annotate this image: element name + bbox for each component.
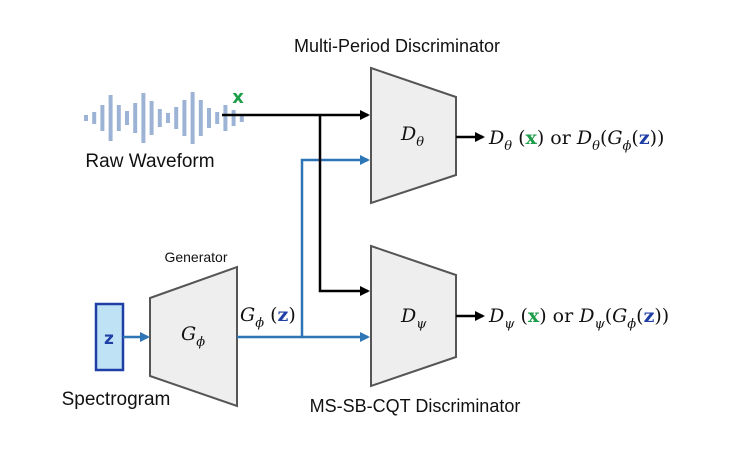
generator-output-label: Gϕ (z) (240, 304, 296, 331)
multi-period-discriminator-block (370, 66, 457, 205)
discriminator-theta-symbol: Dθ (400, 123, 424, 150)
spectrogram-label: Spectrogram (62, 389, 171, 410)
generator-symbol: Gϕ (181, 323, 205, 350)
ms-sb-cqt-discriminator-title: MS-SB-CQT Discriminator (310, 396, 521, 416)
svg-text:Dθ: Dθ (400, 123, 424, 150)
spectrogram-input-box (94, 302, 125, 372)
spectrogram-z-label: z (104, 329, 114, 349)
discriminator-psi-symbol: Dψ (400, 305, 427, 332)
generator-title: Generator (164, 249, 227, 265)
raw-waveform-icon (84, 92, 244, 144)
psi-output-expression: Dψ (x) or Dψ(Gϕ(z)) (488, 305, 669, 332)
ms-sb-cqt-discriminator-block (370, 244, 457, 388)
multi-period-discriminator-title: Multi-Period Discriminator (294, 36, 500, 56)
raw-waveform-label: Raw Waveform (85, 151, 214, 172)
svg-text:Gϕ (z): Gϕ (z) (240, 304, 296, 331)
svg-text:Dψ: Dψ (400, 305, 427, 332)
generator-block (149, 265, 238, 408)
generated-output-paths (237, 155, 370, 342)
svg-text:Gϕ: Gϕ (181, 323, 205, 350)
real-input-x-label: x (232, 87, 244, 108)
real-input-paths (222, 110, 370, 296)
svg-text:Dψ (x) or Dψ(Gϕ(z)): Dψ (x) or Dψ(Gϕ(z)) (488, 305, 669, 332)
svg-text:Dθ (x) or Dθ(Gϕ(z)): Dθ (x) or Dθ(Gϕ(z)) (488, 127, 664, 154)
theta-output-expression: Dθ (x) or Dθ(Gϕ(z)) (488, 127, 664, 154)
